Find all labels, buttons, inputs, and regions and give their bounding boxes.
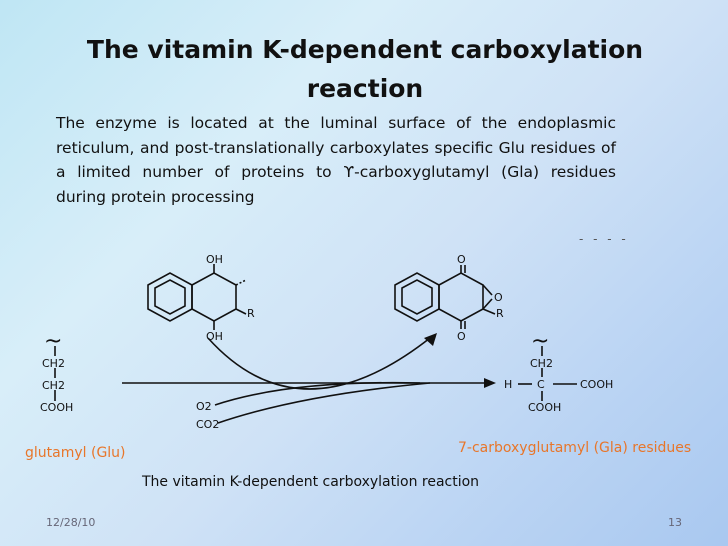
gla-h: H (504, 378, 512, 391)
ep-o-ring: O (494, 291, 503, 304)
slide-title: The vitamin K-dependent carboxylation re… (86, 35, 644, 103)
glu-label: glutamyl (Glu) (25, 445, 126, 461)
glu-ch2-1: CH2 (42, 357, 65, 370)
gla-cooh-bottom: COOH (528, 401, 561, 414)
body-paragraph: The enzyme is located at the luminal sur… (56, 114, 616, 206)
decorative-dashes: - - - - (579, 232, 629, 246)
gla-cooh-side: COOH (580, 378, 613, 391)
curved-arrow-o2 (214, 381, 421, 406)
page-number: 13 (668, 516, 682, 529)
gla-c: C (537, 378, 545, 391)
curved-arrow-vitk (207, 337, 431, 390)
curved-arrow-co2 (217, 382, 431, 424)
gla-label: 7-carboxyglutamyl (Gla) residues (458, 440, 692, 456)
gla-chain-bonds (518, 346, 577, 401)
hq-r-group: R (247, 307, 255, 320)
glu-cooh: COOH (40, 401, 73, 414)
reagent-co2: CO2 (196, 418, 219, 431)
hq-oh-bottom: OH (206, 330, 223, 343)
gla-tilde: ~ (531, 329, 549, 354)
vitamin-k-hydroquinone-structure (147, 264, 247, 330)
gla-ch2: CH2 (530, 357, 553, 370)
reagent-o2: O2 (196, 400, 212, 413)
diagram-caption: The vitamin K-dependent carboxylation re… (142, 474, 480, 490)
ep-o-bottom: O (457, 330, 466, 343)
hq-oh-top: OH (206, 253, 223, 266)
glu-tilde: ~ (44, 329, 62, 354)
glu-ch2-2: CH2 (42, 379, 65, 392)
footer-date: 12/28/10 (46, 516, 96, 529)
vitamin-k-epoxide-structure (394, 265, 496, 329)
ep-r-group: R (496, 307, 504, 320)
ep-o-top: O (457, 253, 466, 266)
